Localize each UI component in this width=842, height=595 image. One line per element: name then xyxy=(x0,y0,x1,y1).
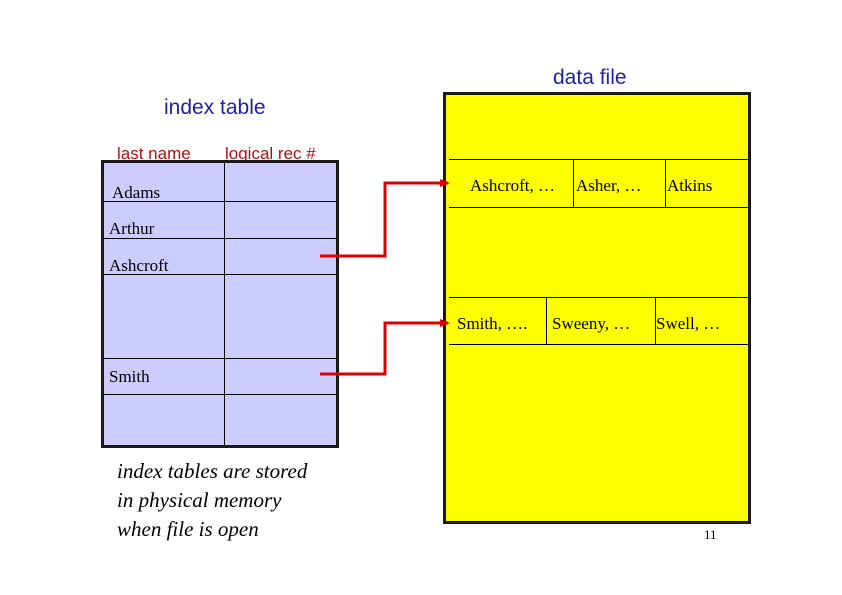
data-record: Swell, … xyxy=(656,314,721,333)
index-column-divider xyxy=(224,163,225,445)
index-table-box xyxy=(101,160,339,448)
data-record: Smith, …. xyxy=(457,314,528,333)
index-row-label: Smith xyxy=(109,367,150,386)
note-line: in physical memory xyxy=(117,488,282,512)
index-row-divider xyxy=(104,358,336,359)
arrow-ashcroft xyxy=(320,179,450,258)
data-record-divider xyxy=(665,160,666,207)
data-block-border xyxy=(449,344,750,345)
arrow-smith xyxy=(320,319,450,376)
index-row-divider xyxy=(104,201,336,202)
data-record: Ashcroft, … xyxy=(470,176,555,195)
index-row-divider xyxy=(104,274,336,275)
data-block-border xyxy=(449,207,750,208)
data-file-title: data file xyxy=(553,66,627,89)
page-number: 11 xyxy=(704,527,717,542)
note-line: when file is open xyxy=(117,517,259,541)
data-record-divider xyxy=(573,160,574,207)
column-header-last-name: last name xyxy=(117,144,191,163)
data-record: Atkins xyxy=(667,176,713,195)
index-row-divider xyxy=(104,238,336,239)
index-table-title: index table xyxy=(164,96,266,119)
index-row-divider xyxy=(104,394,336,395)
note-text: index tables are stored in physical memo… xyxy=(117,457,307,544)
data-record: Asher, … xyxy=(576,176,642,195)
data-file-box xyxy=(443,92,751,524)
index-row-label: Adams xyxy=(112,183,161,202)
data-block-border xyxy=(449,297,750,298)
index-row-label: Arthur xyxy=(109,219,155,238)
column-header-logical-rec: logical rec # xyxy=(225,144,316,163)
index-row-label: Ashcroft xyxy=(109,256,169,275)
note-line: index tables are stored xyxy=(117,459,308,483)
data-record: Sweeny, … xyxy=(552,314,631,333)
data-record-divider xyxy=(546,298,547,344)
data-block-border xyxy=(449,159,750,160)
data-record-divider xyxy=(655,298,656,344)
